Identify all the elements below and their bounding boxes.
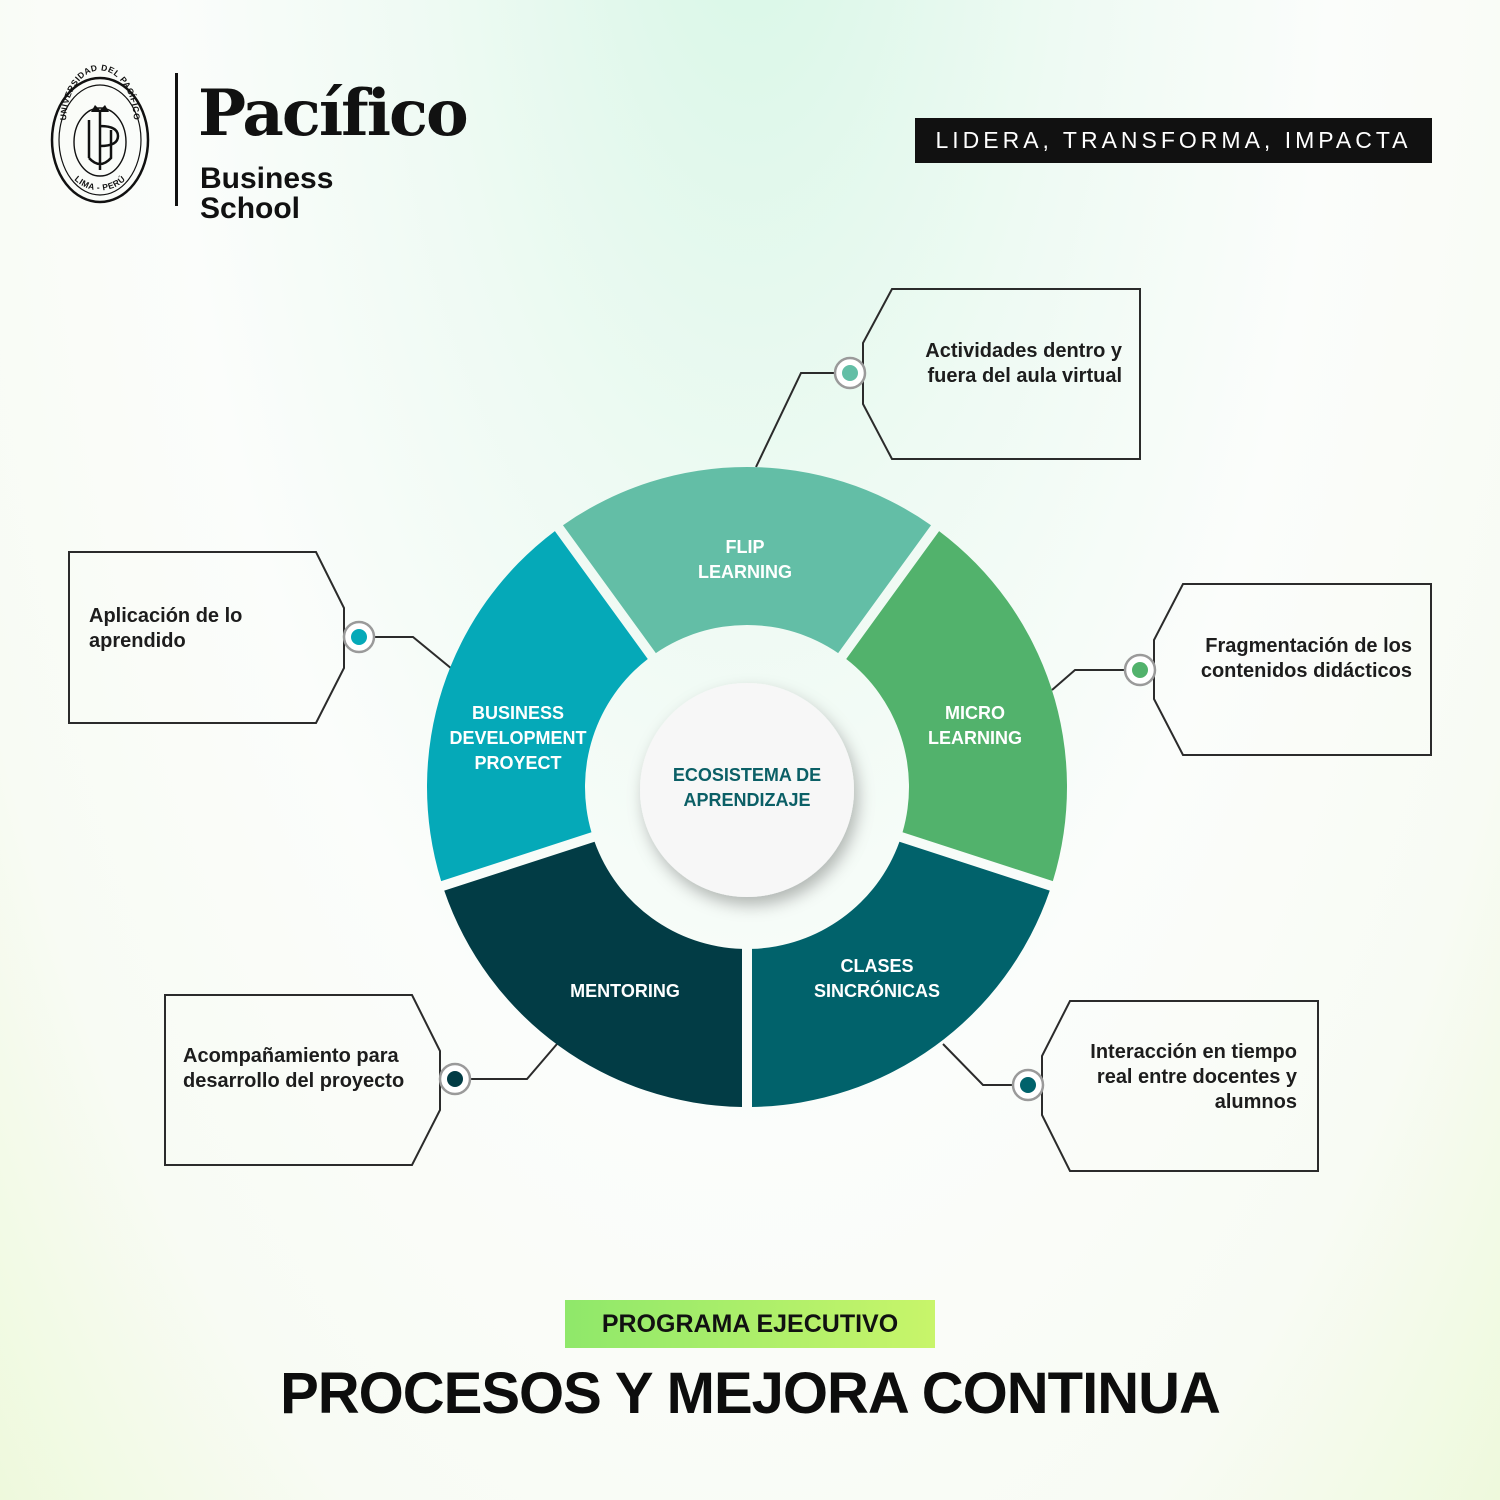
brand-name: Pacífico xyxy=(198,76,469,151)
program-badge: PROGRAMA EJECUTIVO xyxy=(565,1300,935,1348)
callout-text-micro: Fragmentación de los contenidos didáctic… xyxy=(1200,635,1412,682)
segment-bdp xyxy=(426,531,648,882)
center-label-line-1: ECOSISTEMA DE xyxy=(673,765,821,785)
callout-text-flip: Actividades dentro y fuera del aula virt… xyxy=(925,340,1122,387)
segment-label-bdp-1: BUSINESS xyxy=(472,703,564,723)
center-label-line-2: APRENDIZAJE xyxy=(683,790,810,810)
segment-label-micro-2: LEARNING xyxy=(928,728,1022,748)
callout-box-micro xyxy=(1153,583,1432,756)
segment-label-bdp-2: DEVELOPMENT xyxy=(449,728,586,748)
university-seal-icon: UNIVERSIDAD DEL PACÍFICO LIMA - PERÚ xyxy=(50,62,150,204)
segment-label-micro-1: MICRO xyxy=(945,703,1005,723)
callout-text-mentoring: Acompañamiento para desarrollo del proye… xyxy=(183,1045,405,1092)
segment-label-clases-2: SINCRÓNICAS xyxy=(814,980,940,1001)
brand-subtitle: Business School xyxy=(200,162,334,225)
callout-connectors xyxy=(374,372,1125,1086)
node-dot-mentoring xyxy=(447,1071,463,1087)
center-circle xyxy=(640,683,854,897)
node-dot-micro xyxy=(1132,662,1148,678)
segment-label-clases-1: CLASES xyxy=(840,956,913,976)
segment-label-bdp-3: PROYECT xyxy=(474,753,561,773)
callout-nodes xyxy=(342,356,1157,1102)
callout-box-outlines xyxy=(68,288,1432,1172)
donut-segments xyxy=(426,466,1067,1107)
segment-micro xyxy=(846,531,1067,882)
segment-flip xyxy=(562,466,932,654)
header-divider xyxy=(175,73,178,206)
segment-label-flip-2: LEARNING xyxy=(698,562,792,582)
tagline-banner: LIDERA, TRANSFORMA, IMPACTA xyxy=(915,118,1432,163)
segment-label-mentoring-1: MENTORING xyxy=(570,981,680,1001)
node-dot-flip xyxy=(842,365,858,381)
callout-text-bdp: Aplicación de lo aprendido xyxy=(89,605,243,652)
callout-text-clases: Interacción en tiempo real entre docente… xyxy=(1090,1041,1297,1113)
course-title: PROCESOS Y MEJORA CONTINUA xyxy=(280,1361,1221,1426)
segment-clases xyxy=(751,841,1050,1107)
node-dot-clases xyxy=(1020,1077,1036,1093)
callout-box-flip xyxy=(862,288,1141,460)
segment-label-flip-1: FLIP xyxy=(726,537,765,557)
segment-mentoring xyxy=(444,841,743,1107)
node-dot-bdp xyxy=(351,629,367,645)
callout-box-clases xyxy=(1041,1000,1319,1172)
callout-box-mentoring xyxy=(164,994,441,1166)
segment-labels: FLIP LEARNING MICRO LEARNING CLASES SINC… xyxy=(449,537,1022,1001)
callout-box-bdp xyxy=(68,551,345,724)
